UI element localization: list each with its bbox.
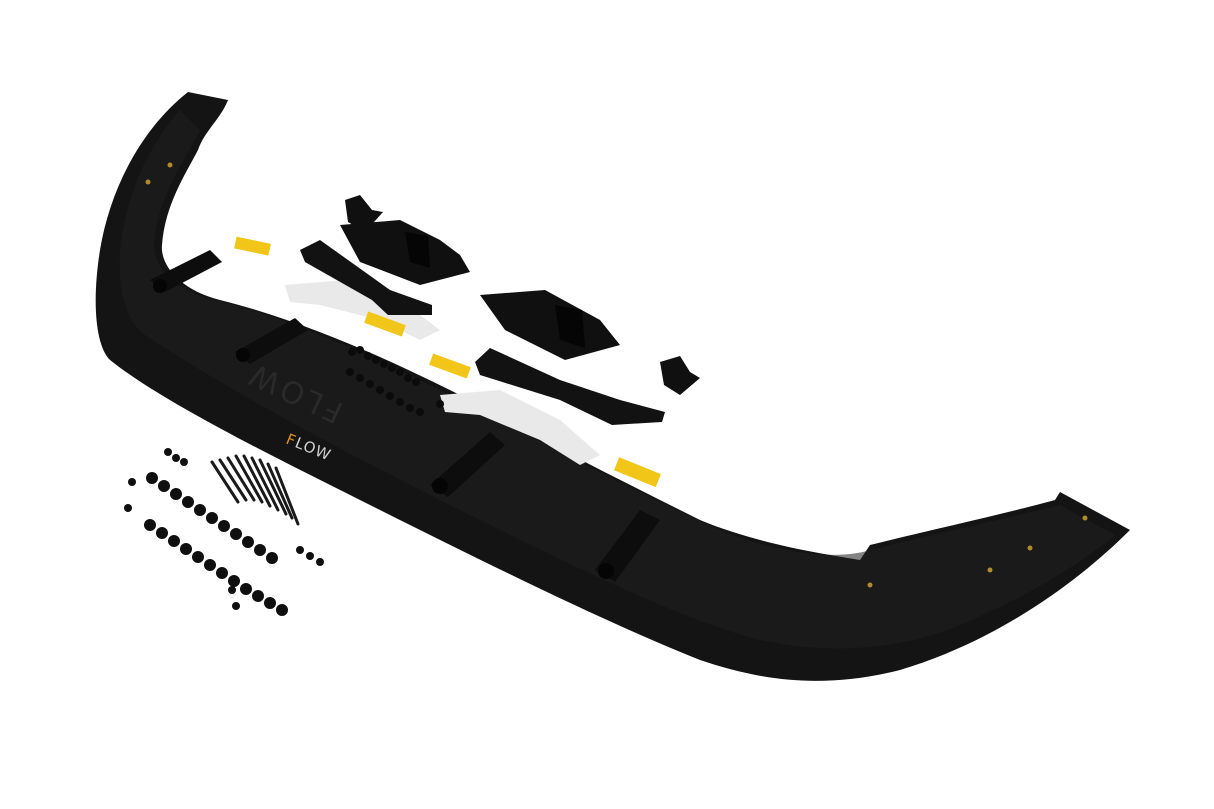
washer-set — [124, 448, 324, 616]
bolt-set-small — [346, 346, 444, 416]
mounting-plate-top — [340, 220, 470, 285]
mounting-plate-bottom — [480, 290, 620, 360]
support-strap-1 — [300, 240, 432, 315]
splitter-bracket-3 — [430, 432, 505, 497]
support-strap-2 — [475, 348, 665, 425]
splitter-bracket-2 — [235, 318, 308, 364]
tape-strips — [234, 236, 661, 488]
screw-set-long — [210, 454, 300, 526]
small-bracket-right — [660, 356, 700, 395]
splitter-bracket-4 — [595, 510, 660, 582]
splitter-bracket-1 — [150, 250, 222, 293]
insert-dots — [145, 162, 1088, 588]
white-template-2 — [440, 390, 600, 465]
small-bracket-top — [345, 195, 383, 232]
